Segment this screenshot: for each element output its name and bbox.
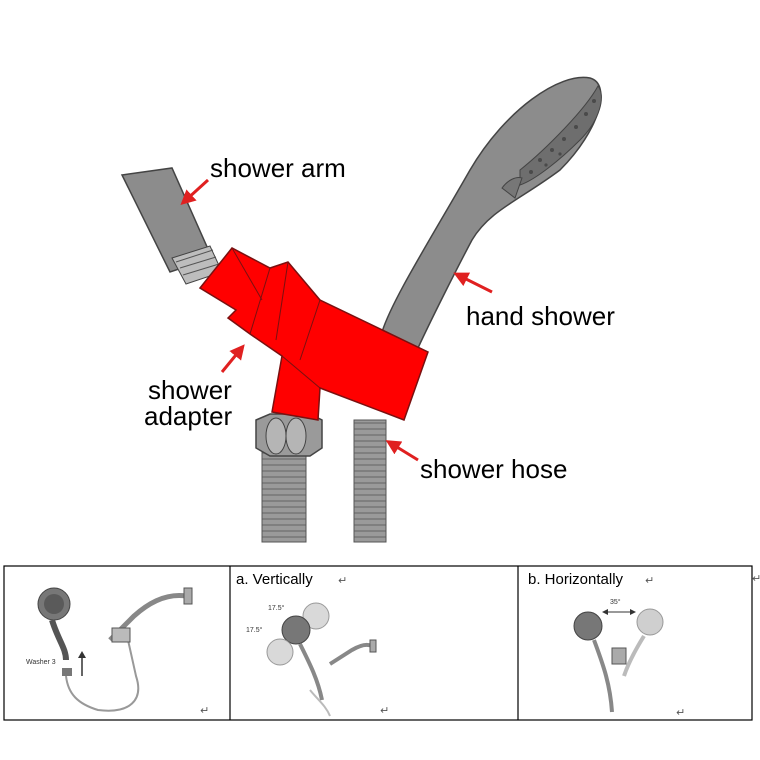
panel-label-vertically: a. Vertically bbox=[236, 571, 313, 588]
arrow-icon bbox=[180, 178, 210, 206]
label-shower-arm: shower arm bbox=[210, 153, 346, 183]
washer-label: Washer 3 bbox=[26, 659, 56, 666]
panel-install: Washer 3 ↵ bbox=[26, 587, 209, 717]
panel-frame bbox=[3, 565, 753, 721]
shower-hose-left bbox=[261, 449, 307, 543]
return-mark-icon: ↵ bbox=[380, 704, 389, 717]
arrow-icon bbox=[453, 272, 493, 294]
angle-label: 35° bbox=[610, 598, 621, 606]
label-shower-hose: shower hose bbox=[420, 454, 567, 484]
arrow-icon bbox=[385, 440, 419, 462]
panel-horizontal: b. Horizontally ↵ 35° ↵ bbox=[528, 571, 685, 719]
return-mark-icon: ↵ bbox=[752, 572, 760, 585]
shower-arm-pipe bbox=[120, 167, 223, 285]
return-mark-icon: ↵ bbox=[200, 704, 209, 717]
main-illustration: shower arm hand shower shower adapter sh… bbox=[120, 76, 615, 543]
hex-nut bbox=[255, 413, 323, 457]
instruction-panels: ↵ Washer 3 ↵ a. Vertically ↵ 17.5° 17.5° bbox=[3, 565, 760, 721]
spray-nozzles bbox=[529, 99, 596, 174]
angle-label-mid: 17.5° bbox=[246, 626, 263, 634]
return-mark-icon: ↵ bbox=[645, 574, 654, 587]
panel-label-horizontally: b. Horizontally bbox=[528, 571, 624, 588]
angle-label-top: 17.5° bbox=[268, 604, 285, 612]
arrow-icon bbox=[220, 344, 245, 373]
panel-vertical: a. Vertically ↵ 17.5° 17.5° ↵ bbox=[236, 571, 389, 717]
label-hand-shower: hand shower bbox=[466, 301, 615, 331]
label-shower-adapter-line1: shower bbox=[148, 375, 232, 405]
return-mark-icon: ↵ bbox=[338, 574, 347, 587]
shower-adapter bbox=[198, 247, 429, 421]
hand-shower-body bbox=[381, 76, 602, 349]
shower-hose-right bbox=[353, 419, 387, 543]
return-mark-icon: ↵ bbox=[676, 706, 685, 719]
label-shower-adapter-line2: adapter bbox=[144, 401, 233, 431]
